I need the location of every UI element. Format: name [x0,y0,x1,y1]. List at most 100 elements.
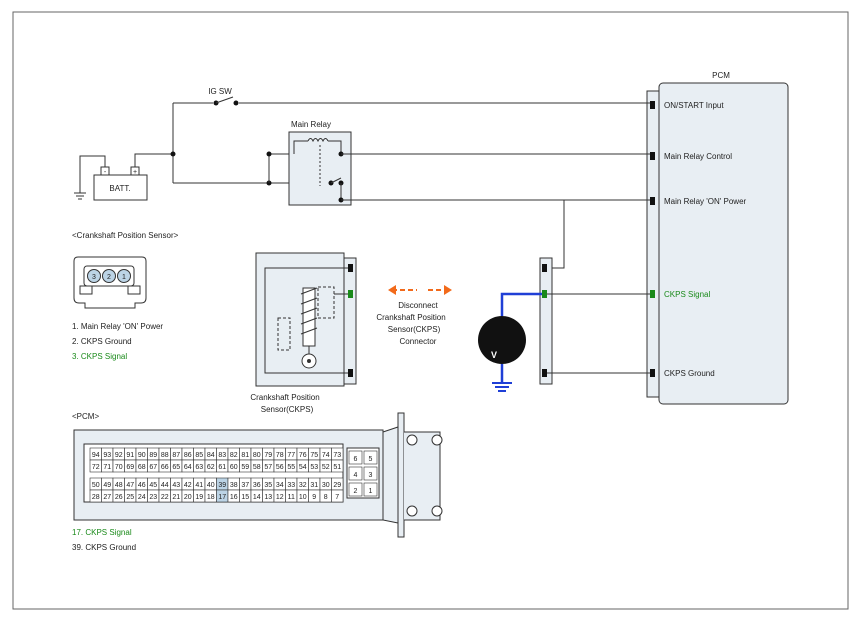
voltmeter-label: V [491,350,497,360]
ckps-pin-label: 2 [107,274,111,281]
pcm-pin-number: 71 [103,464,111,471]
harness-pin-2 [542,369,547,377]
pcm-pin-number: 78 [276,452,284,459]
pcm-pin-number: 83 [218,452,226,459]
pcm-pin-number: 62 [207,464,215,471]
ckps-pin-label: 3 [92,274,96,281]
pcm-connector-screw-icon [406,505,418,517]
pcm-pin-number: 33 [287,482,295,489]
pcm-pin-number: 89 [149,452,157,459]
pcm-pin-number: 85 [195,452,203,459]
pcm-side-pin-number: 6 [354,456,358,463]
pcm-pin-number: 46 [138,482,146,489]
pcm-pin-label-ckps-signal: CKPS Signal [664,290,710,299]
pcm-pin-number: 65 [172,464,180,471]
pcm-pin-number: 74 [322,452,330,459]
pcm-pin-number: 87 [172,452,180,459]
pcm-connector-screw-icon [431,434,443,446]
pcm-pin-number: 31 [310,482,318,489]
ckps-pin-2-icon [102,269,116,283]
pcm-pin-number: 7 [335,494,339,501]
pcm-pin-number: 26 [115,494,123,501]
disconnect-note: Disconnect Crankshaft Position Sensor(CK… [376,285,452,346]
ckps-legend-1: 1. Main Relay 'ON' Power [72,322,163,331]
pcm-pin-number: 82 [230,452,238,459]
disconnect-line-4: Connector [400,337,437,346]
pcm-pin-number: 53 [310,464,318,471]
ckps-sensor: Crankshaft Position Sensor(CKPS) [250,252,357,414]
pcm-pin-number: 59 [241,464,249,471]
battery-body [93,174,148,201]
pcm-pin-cell [331,489,344,503]
pcm-connector-strip [646,90,660,398]
pcm-pin-number: 80 [253,452,261,459]
pcm-pin-label-relay-control: Main Relay Control [664,152,732,161]
pcm-pin-number: 16 [230,494,238,501]
pcm-connector-screw-icon [431,505,443,517]
pcm-pin-number: 49 [103,482,111,489]
pcm-pin-number: 42 [184,482,192,489]
pcm-pin-number: 88 [161,452,169,459]
pcm-pin-number: 11 [288,494,295,501]
sensor-reluctor-hub [307,359,311,363]
pcm-pin-number: 32 [299,482,307,489]
pcm-pin-number: 34 [276,482,284,489]
pcm-pin-number: 77 [287,452,295,459]
ckps-pin-label: 1 [122,274,126,281]
pcm-pin-number: 19 [195,494,203,501]
pcm-side-pin-cell [363,482,378,497]
ckps-latch-right [127,285,141,295]
pcm-pin-number: 25 [126,494,134,501]
pcm-pin-number: 58 [253,464,261,471]
voltmeter-positive-lead [500,292,542,316]
battery-positive-wire [134,153,173,167]
sensor-magnet-core [302,287,316,347]
pcm-connector-body-side [404,431,441,521]
pcm-side-pin-number: 3 [369,472,373,479]
pcm-pin-number: 38 [230,482,238,489]
pcm-side-pin-number: 5 [369,456,373,463]
pcm-pin-number: 90 [138,452,146,459]
pcm-pin-number: 48 [115,482,123,489]
ckps-latch-left [79,285,93,295]
pcm-pin-number: 21 [172,494,180,501]
pcm-pin-number: 93 [103,452,111,459]
ckps-pin-3-icon [87,269,101,283]
pcm-body [658,82,789,405]
pcm-pin-number: 35 [264,482,272,489]
pcm-side-pin-cell [348,450,363,465]
pcm-pin-number: 61 [218,464,226,471]
pcm-pin-label-on-start: ON/START Input [664,101,724,110]
battery-plus-sign: + [133,169,137,176]
pcm-pin-number: 36 [253,482,261,489]
pcm-pin-number: 64 [184,464,192,471]
ig-sw-label: IG SW [208,87,232,96]
pcm-module: PCM ON/START Input Main Relay Control Ma… [646,71,789,405]
pcm-pin-number: 24 [138,494,146,501]
pcm-pin-number: 60 [230,464,238,471]
pcm-pin-number: 47 [126,482,134,489]
ckps-caption-line-1: Crankshaft Position [250,393,319,402]
pcm-pin-label-relay-power: Main Relay 'ON' Power [664,197,747,206]
pcm-pin-number: 29 [333,482,341,489]
ckps-sensor-connector [343,257,357,385]
pcm-side-pin-cell [348,466,363,481]
sensor-internal-wire [264,267,348,374]
pcm-pin-number: 37 [241,482,249,489]
pcm-pin-number: 66 [161,464,169,471]
pcm-pin-number: 86 [184,452,192,459]
pcm-pin-number: 73 [333,452,341,459]
voltmeter-ground-icon [492,382,512,392]
pcm-pin-number: 63 [195,464,203,471]
ig-sw-contact-right [233,100,239,106]
sensor-dashed-element-right [317,286,335,319]
pcm-connector-title: <PCM> [72,412,99,421]
pcm-pin-number: 17 [218,494,226,501]
pcm-pin-number: 10 [299,494,307,501]
pcm-connector-screw-icon [406,434,418,446]
pcm-pin-number: 30 [322,482,330,489]
sensor-pin-3 [348,290,353,298]
pcm-pin-number: 55 [287,464,295,471]
